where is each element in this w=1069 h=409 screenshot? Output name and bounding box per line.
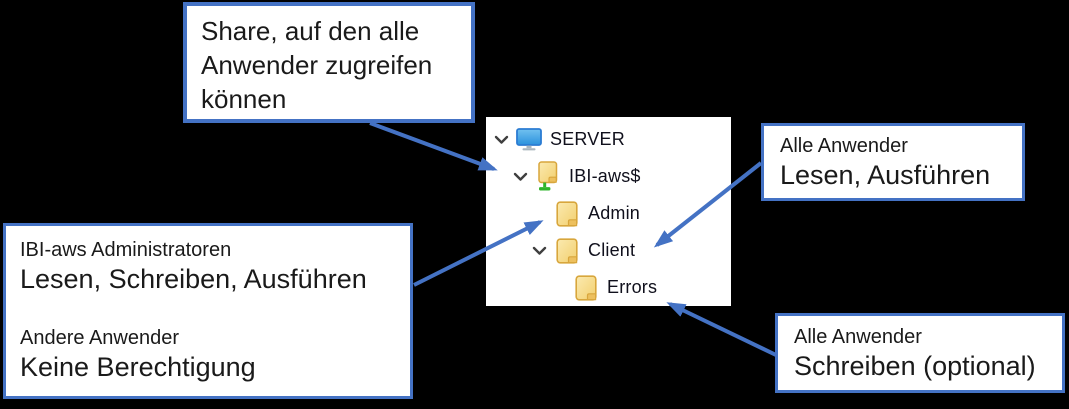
callout-admin-permissions: IBI-aws Administratoren Lesen, Schreiben… bbox=[3, 223, 413, 399]
chevron-down-icon[interactable] bbox=[532, 232, 554, 269]
callout-share-line: Share, auf den alle bbox=[201, 16, 420, 46]
permission-group-title: IBI-aws Administratoren bbox=[20, 239, 232, 261]
tree-item-client[interactable]: Client bbox=[486, 232, 731, 269]
arrow-share-to-ibi-aws bbox=[369, 121, 498, 171]
explorer-tree-panel: SERVER IBI-aws$ bbox=[486, 117, 731, 306]
chevron-placeholder bbox=[532, 195, 554, 232]
callout-client-permissions: Alle Anwender Lesen, Ausführen bbox=[761, 123, 1025, 201]
callout-errors-permissions: Alle Anwender Schreiben (optional) bbox=[775, 313, 1065, 393]
folder-icon bbox=[554, 232, 580, 269]
tree-item-admin[interactable]: Admin bbox=[486, 195, 731, 232]
callout-share-line: Anwender zugreifen bbox=[201, 50, 433, 80]
spacer bbox=[20, 296, 396, 325]
permission-group-title: Alle Anwender bbox=[780, 135, 908, 157]
permission-group-value: Keine Berechtigung bbox=[20, 352, 256, 382]
tree-item-ibi-aws[interactable]: IBI-aws$ bbox=[486, 158, 731, 195]
chevron-placeholder bbox=[551, 269, 573, 306]
permission-group-title: Andere Anwender bbox=[20, 327, 180, 349]
arrow-errors-permissions-to-errors bbox=[666, 302, 777, 357]
chevron-down-icon[interactable] bbox=[494, 121, 516, 158]
tree-item-label[interactable]: Errors bbox=[607, 277, 658, 297]
permission-group-title: Alle Anwender bbox=[794, 326, 922, 348]
tree-item-errors[interactable]: Errors bbox=[486, 269, 731, 306]
permission-group-value: Schreiben (optional) bbox=[794, 351, 1036, 381]
permission-group-value: Lesen, Schreiben, Ausführen bbox=[20, 264, 367, 294]
computer-icon bbox=[516, 121, 542, 158]
shared-folder-icon bbox=[535, 158, 561, 195]
callout-share: Share, auf den alle Anwender zugreifen k… bbox=[183, 2, 475, 123]
callout-share-line: können bbox=[201, 84, 287, 114]
tree-item-label[interactable]: Admin bbox=[588, 203, 641, 223]
tree-item-server[interactable]: SERVER bbox=[486, 121, 731, 158]
tree-item-label[interactable]: IBI-aws$ bbox=[569, 166, 641, 186]
folder-icon bbox=[554, 195, 580, 232]
permission-group-value: Lesen, Ausführen bbox=[780, 160, 991, 190]
chevron-down-icon[interactable] bbox=[513, 158, 535, 195]
folder-icon bbox=[573, 269, 599, 306]
tree-item-label[interactable]: SERVER bbox=[550, 129, 625, 149]
tree-item-label[interactable]: Client bbox=[588, 240, 636, 260]
